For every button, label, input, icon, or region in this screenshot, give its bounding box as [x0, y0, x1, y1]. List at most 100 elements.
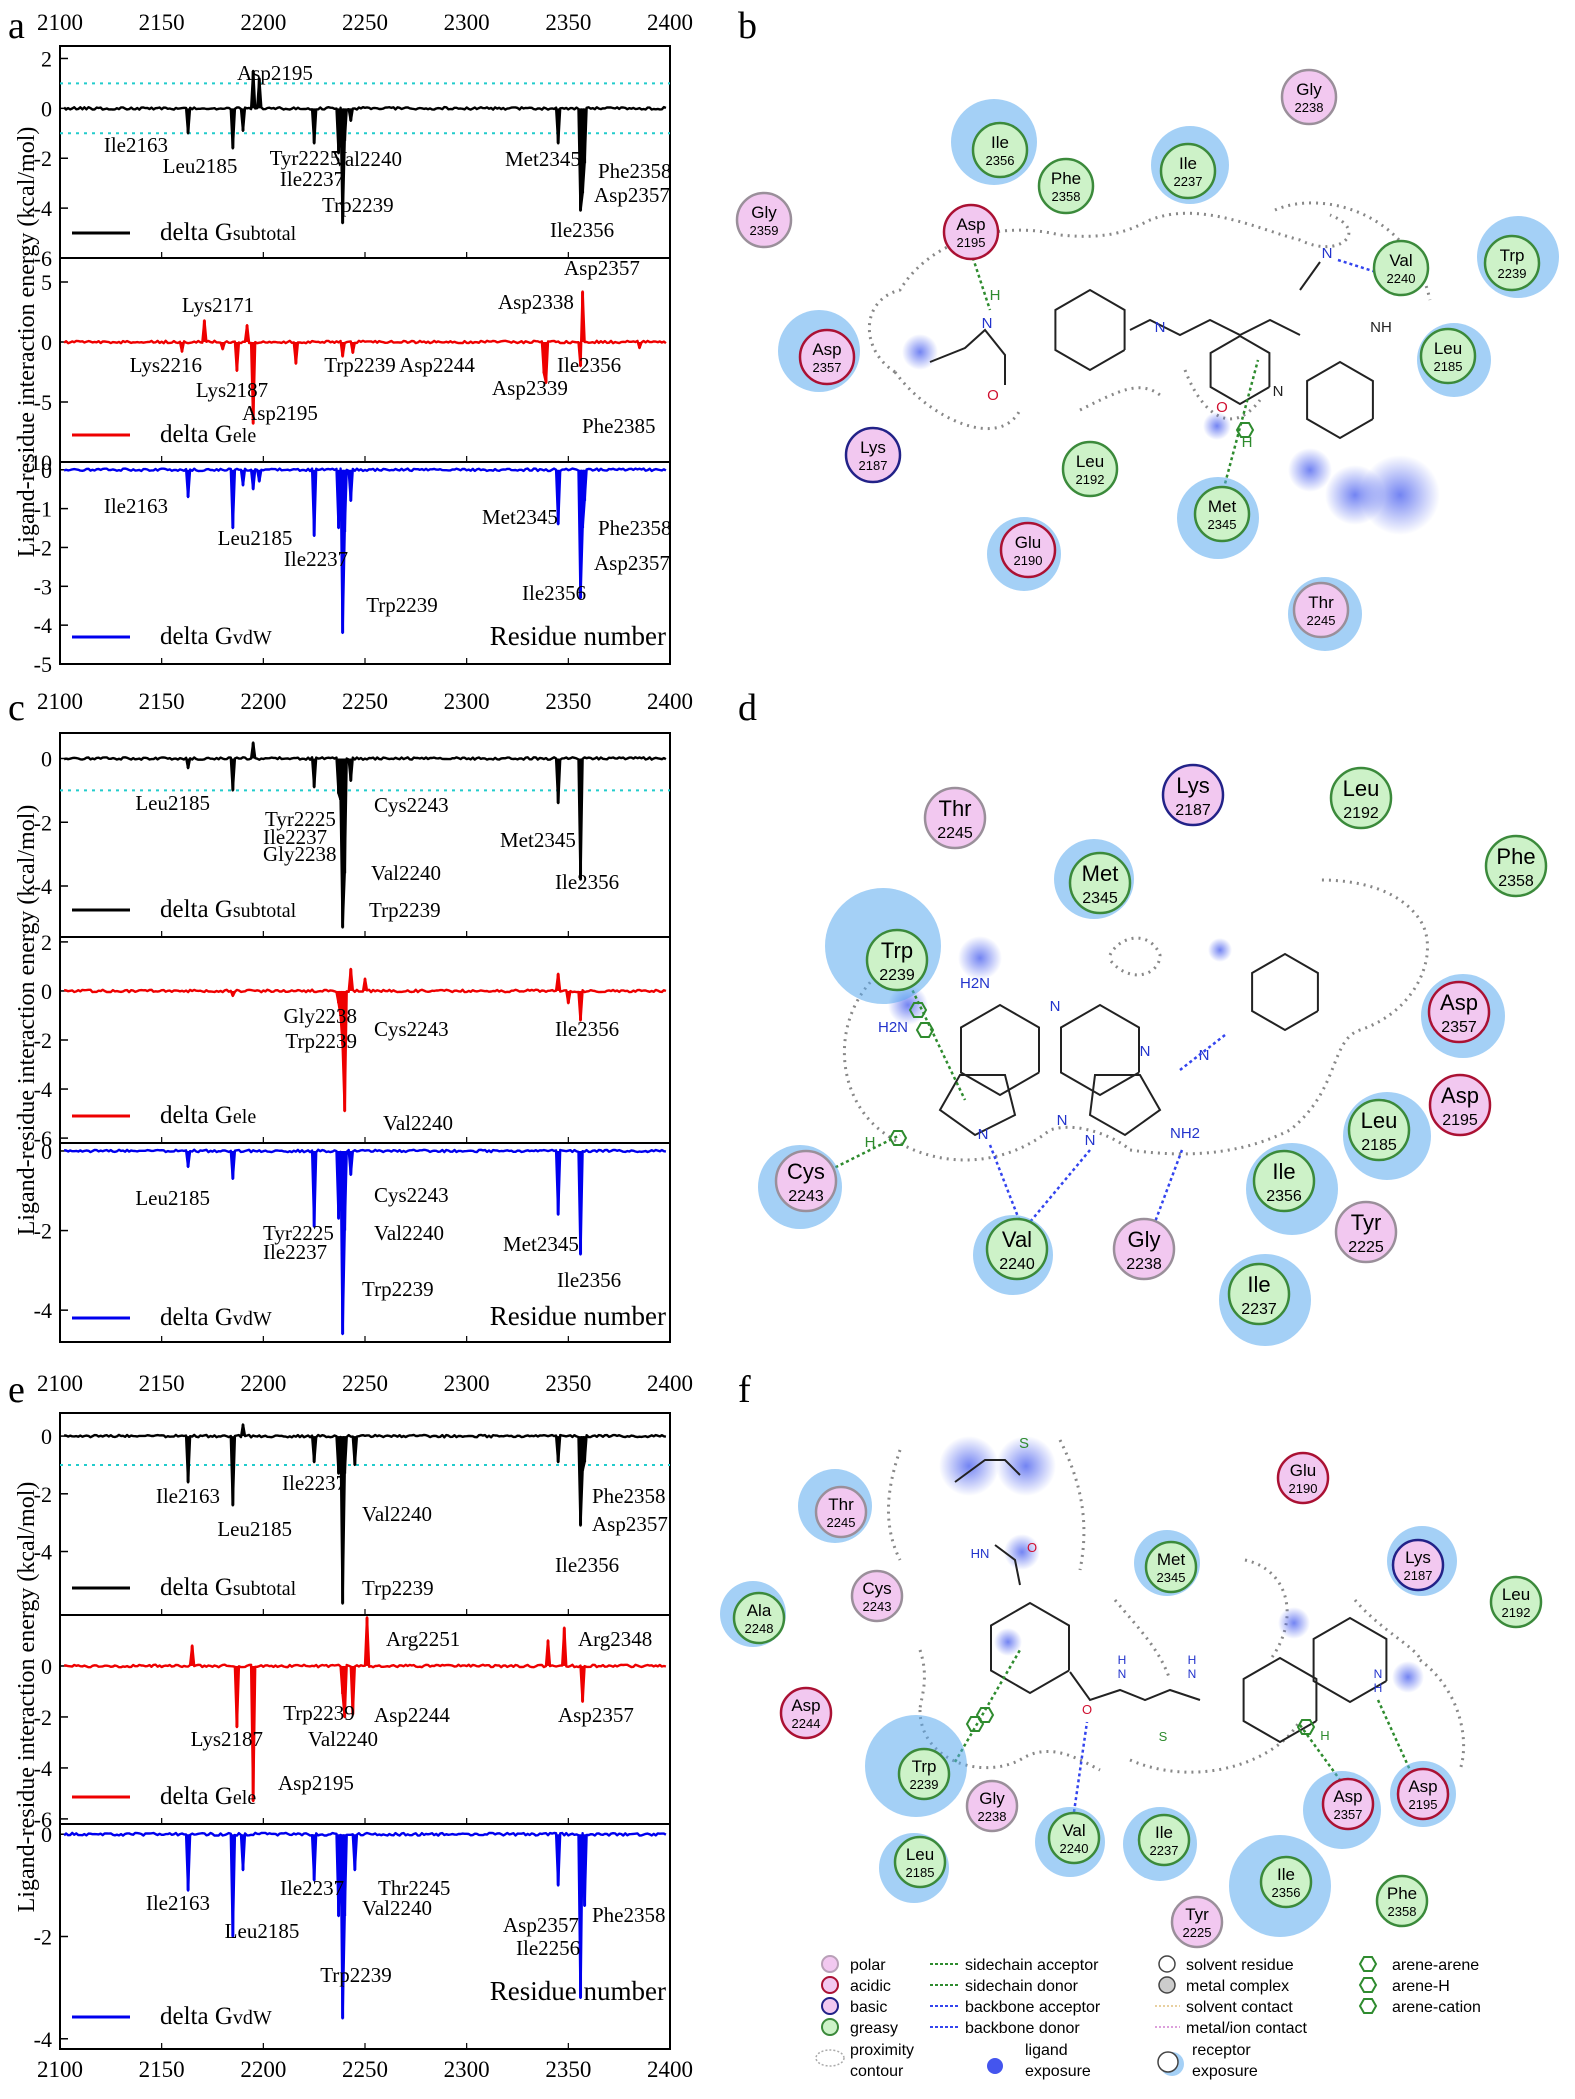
atom-label: H — [865, 1134, 876, 1151]
atom-label: O — [987, 387, 999, 404]
y-tick-label: -3 — [34, 574, 52, 599]
residue-name: Lys — [1176, 773, 1209, 798]
x-tick-label: 2150 — [139, 2057, 185, 2082]
residue-number: 2245 — [1307, 613, 1336, 628]
y-tick-label: -4 — [34, 196, 52, 221]
arene-icon — [888, 1130, 908, 1146]
residue-annotation: Cys2243 — [374, 793, 449, 817]
residue-name: Leu — [1361, 1108, 1398, 1133]
residue-name: Val — [1002, 1227, 1032, 1252]
residue-number: 2356 — [986, 153, 1015, 168]
residue-number: 2195 — [1409, 1797, 1438, 1812]
series-line — [63, 69, 667, 225]
residue-annotation: Ile2163 — [146, 1891, 210, 1915]
residue-name: Thr — [1308, 593, 1334, 612]
residue-name: Ile — [1179, 154, 1197, 173]
legend-interaction-label: sidechain acceptor — [965, 1957, 1099, 1974]
x-tick-label: 2200 — [240, 1371, 286, 1396]
ligand-ring — [1209, 334, 1271, 406]
legend-misc-label: solvent residue — [1186, 1957, 1294, 1974]
residue-circle-cys-2243 — [774, 1149, 838, 1213]
legend-subscript: vdW — [233, 2007, 272, 2029]
residue-annotation: Leu2185 — [163, 154, 238, 178]
residue-number: 2243 — [788, 1188, 824, 1205]
legend-extra-label: receptor — [1192, 2042, 1251, 2059]
residue-number: 2237 — [1150, 1843, 1179, 1858]
residue-annotation: Val2240 — [332, 147, 402, 171]
residue-circle-leu-2192 — [1061, 440, 1119, 498]
residue-annotation: Ile2356 — [557, 353, 621, 377]
arene-icon — [1358, 1956, 1378, 1972]
residue-annotation: Trp2239 — [320, 1963, 392, 1987]
residue-number: 2237 — [1241, 1301, 1277, 1318]
ligand-ring — [938, 1074, 1017, 1137]
y-tick-label: -10 — [23, 450, 52, 475]
arene-icon — [965, 1716, 985, 1732]
residue-number: 2358 — [1388, 1904, 1417, 1919]
atom-label: N — [1188, 1667, 1197, 1681]
atom-label: H2N — [960, 975, 990, 992]
x-axis-title: Residue number — [490, 1976, 666, 2006]
series-line — [63, 467, 667, 635]
legend-subscript: subtotal — [233, 1578, 297, 1600]
residue-annotation: Tyr2225 — [265, 807, 336, 831]
residue-annotation: Ile2163 — [104, 494, 168, 518]
residue-annotation: Lys2187 — [191, 1727, 263, 1751]
residue-annotation: Val2240 — [362, 1896, 432, 1920]
residue-annotation: Ile2356 — [522, 581, 586, 605]
residue-name: Gly — [1128, 1227, 1161, 1252]
residue-name: Trp — [912, 1757, 937, 1776]
legend-misc-label: solvent contact — [1186, 1999, 1293, 2016]
residue-circle-trp-2239 — [897, 1747, 951, 1801]
legend-ligand-swatch — [987, 2058, 1003, 2074]
legend-residue-label: polar — [850, 1957, 886, 1974]
ligand-ring — [1306, 360, 1374, 440]
residue-annotation: Ile2237 — [282, 1471, 346, 1495]
ligand-exposure-blob — [996, 1436, 1056, 1496]
residue-annotation: Phe2358 — [592, 1484, 666, 1508]
residue-number: 2240 — [999, 1256, 1035, 1273]
legend-extra-label: proximity — [850, 2042, 914, 2059]
ligand-exposure-blob — [1278, 1607, 1310, 1639]
ligand-exposure-blob — [1208, 938, 1232, 962]
y-tick-label: 0 — [41, 1424, 52, 1449]
legend-interaction-label: sidechain donor — [965, 1978, 1079, 1995]
residue-annotation: Trp2239 — [322, 193, 394, 217]
residue-annotation: Asp2357 — [594, 183, 670, 207]
legend-subscript: ele — [233, 1787, 256, 1809]
residue-circle-ile-2237 — [1137, 1813, 1191, 1867]
residue-name: Leu — [1502, 1585, 1530, 1604]
residue-number: 2185 — [906, 1865, 935, 1880]
residue-circle-met-2345 — [1144, 1540, 1198, 1594]
legend-subscript: subtotal — [233, 223, 297, 245]
ligand-ring — [1251, 952, 1319, 1032]
residue-number: 2357 — [813, 360, 842, 375]
residue-annotation: Tyr2225 — [270, 146, 341, 170]
legend-subscript: ele — [233, 1106, 256, 1128]
legend-residue-label: acidic — [850, 1978, 891, 1995]
x-tick-label: 2350 — [545, 689, 591, 714]
residue-circle-trp-2239 — [1483, 234, 1541, 292]
residue-annotation: Met2345 — [482, 505, 558, 529]
residue-number: 2356 — [1272, 1885, 1301, 1900]
panel-label-f: f — [738, 1369, 751, 1411]
ligand-bond — [994, 1544, 1021, 1586]
residue-annotation: Trp2239 — [285, 1029, 357, 1053]
residue-annotation: Lys2187 — [196, 378, 268, 402]
x-tick-label: 2200 — [240, 689, 286, 714]
legend-residue-label: greasy — [850, 2020, 898, 2037]
residue-annotation: Ile2256 — [516, 1936, 580, 1960]
ligand-ring — [1242, 1656, 1318, 1744]
residue-annotation: Asp2195 — [242, 401, 318, 425]
ligand-exposure-blob — [1288, 448, 1332, 492]
legend-label: delta GvdW — [160, 1304, 272, 1331]
residue-circle-val-2240 — [1047, 1811, 1101, 1865]
residue-annotation: Val2240 — [374, 1221, 444, 1245]
arene-icon — [908, 1002, 928, 1018]
arene-h-line — [1220, 359, 1260, 496]
y-axis-title-c: Ligand-residue interaction energy (kcal/… — [14, 805, 40, 1236]
ligand-exposure-blob — [1360, 455, 1440, 535]
y-tick-label: 0 — [41, 96, 52, 121]
residue-annotation: Leu2185 — [135, 1186, 210, 1210]
